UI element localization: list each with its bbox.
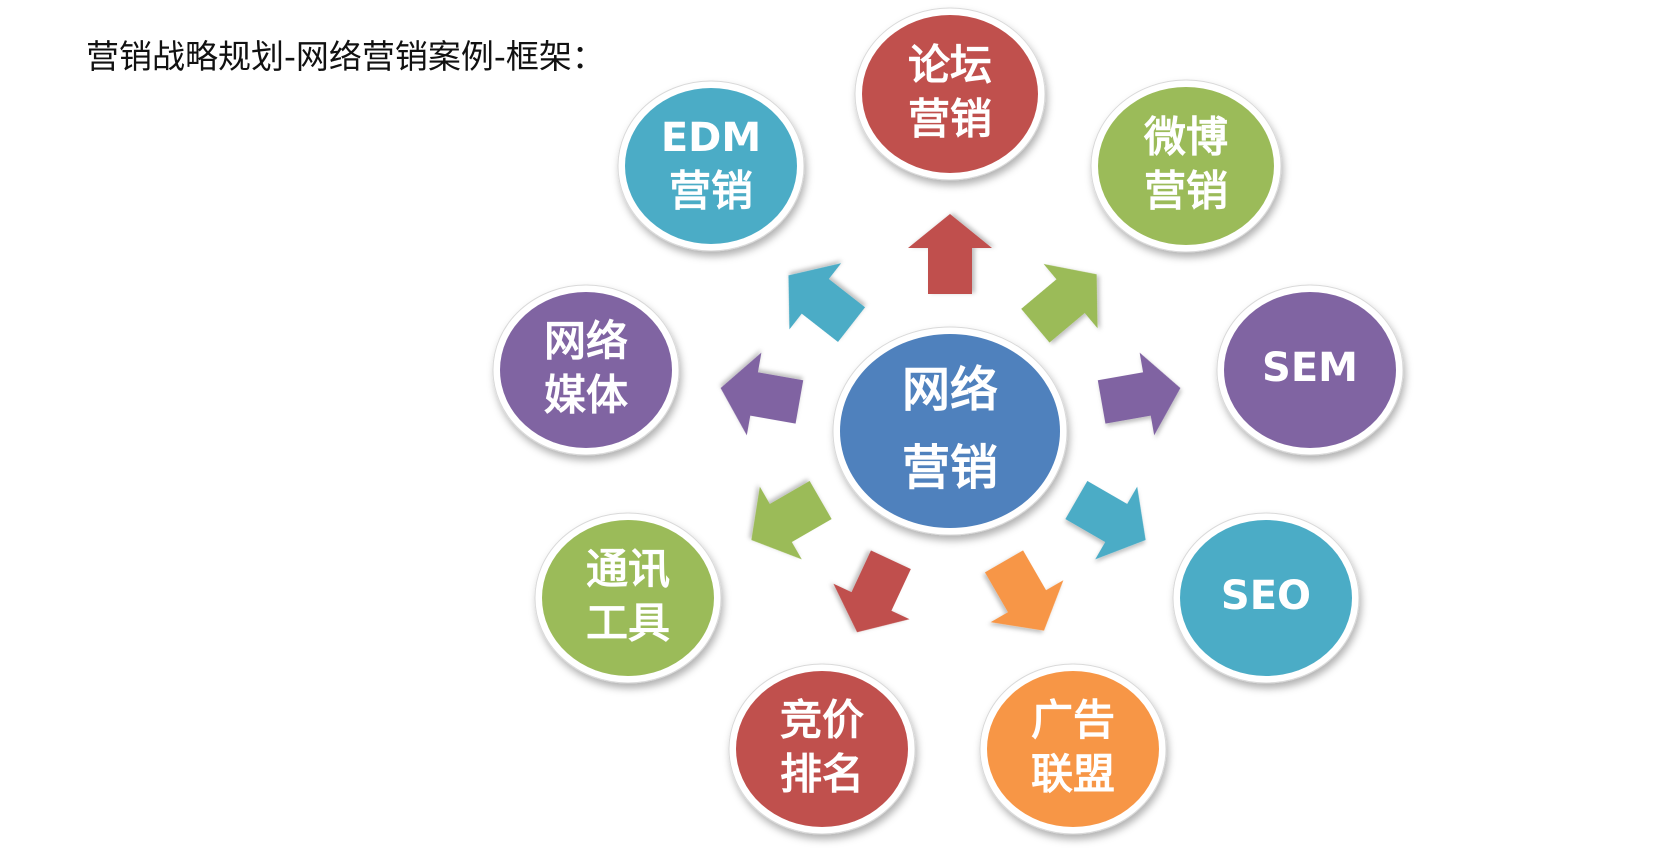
node-edm-circle (625, 88, 797, 244)
node-meiti-circle (500, 292, 672, 448)
arrow-to-luntan (908, 214, 992, 294)
node-tongxun-circle (542, 520, 714, 676)
node-jingjia-circle (736, 671, 908, 827)
arrows-layer (720, 214, 1181, 633)
node-sem: SEM (1216, 284, 1404, 456)
arrow-to-jingjia (833, 550, 911, 633)
center-node: 网络营销 (832, 326, 1068, 536)
node-meiti-label-line2: 媒体 (544, 371, 628, 420)
node-jingjia-label-line2: 排名 (780, 750, 864, 799)
node-edm-label-line2: 营销 (669, 167, 753, 216)
node-luntan-label-line2: 营销 (908, 95, 992, 144)
arrow-to-sem (1097, 352, 1181, 436)
node-luntan-circle (862, 15, 1038, 173)
page-title: 营销战略规划-网络营销案例-框架： (86, 37, 605, 76)
node-sem-circle (1224, 292, 1396, 448)
node-tongxun-label-line2: 工具 (586, 599, 670, 648)
node-seo-circle (1180, 520, 1352, 676)
node-seo-label-line1: SEO (1221, 573, 1311, 619)
node-tongxun-label-line1: 通讯 (586, 545, 670, 594)
node-seo: SEO (1172, 512, 1360, 684)
node-luntan-label-line1: 论坛 (908, 41, 992, 90)
node-weibo-label-line2: 营销 (1144, 167, 1228, 216)
center-node-circle (840, 334, 1060, 528)
nodes-layer: 论坛营销微博营销SEMSEO广告联盟竞价排名通讯工具网络媒体EDM营销 (492, 7, 1404, 835)
node-guanggao-circle (987, 671, 1159, 827)
node-edm: EDM 营销 (617, 80, 805, 252)
node-sem-label-line1: SEM (1262, 345, 1358, 391)
arrow-to-edm (788, 263, 866, 342)
node-guanggao-label-line2: 联盟 (1031, 750, 1115, 799)
node-edm-label-line1: EDM (661, 115, 761, 161)
node-jingjia-label-line1: 竞价 (780, 696, 864, 745)
node-guanggao-label-line1: 广告 (1031, 696, 1115, 745)
arrow-to-tongxun (751, 480, 832, 560)
node-weibo-label-line1: 微博 (1143, 113, 1228, 162)
center-node-label-line2: 营销 (902, 440, 998, 496)
arrow-to-meiti (720, 352, 804, 436)
center-node-label-line1: 网络 (902, 362, 998, 418)
node-weibo-circle (1098, 87, 1274, 245)
arrow-to-guanggao (984, 550, 1064, 631)
node-meiti-label-line1: 网络 (544, 317, 628, 366)
arrow-to-weibo (1021, 263, 1098, 343)
arrow-to-seo (1065, 480, 1146, 560)
